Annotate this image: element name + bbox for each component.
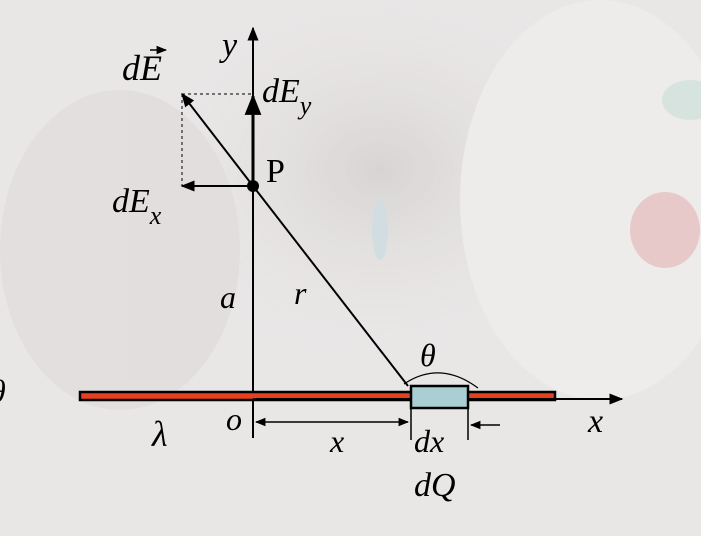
background-texture (140, 0, 701, 360)
point-p-dot (247, 180, 259, 192)
label-lambda: λ (151, 414, 168, 454)
label-theta: θ (420, 337, 436, 373)
label-y-axis: y (219, 27, 238, 64)
label-edge-fragment: θ (0, 373, 6, 409)
label-dEx: dEx (112, 183, 162, 230)
label-dEy: dEy (262, 73, 312, 120)
label-dE: dE (122, 48, 162, 88)
label-a: a (220, 279, 236, 315)
label-dx: dx (414, 423, 444, 459)
r-line (252, 185, 409, 387)
label-x-distance: x (329, 423, 344, 459)
charge-element (409, 384, 470, 410)
label-dQ: dQ (414, 467, 456, 504)
dE-vector (181, 92, 254, 187)
theta-arc (403, 372, 479, 389)
label-origin: o (226, 401, 242, 437)
label-x-axis: x (587, 403, 603, 440)
label-point-p: P (266, 153, 285, 190)
label-r: r (294, 275, 307, 311)
